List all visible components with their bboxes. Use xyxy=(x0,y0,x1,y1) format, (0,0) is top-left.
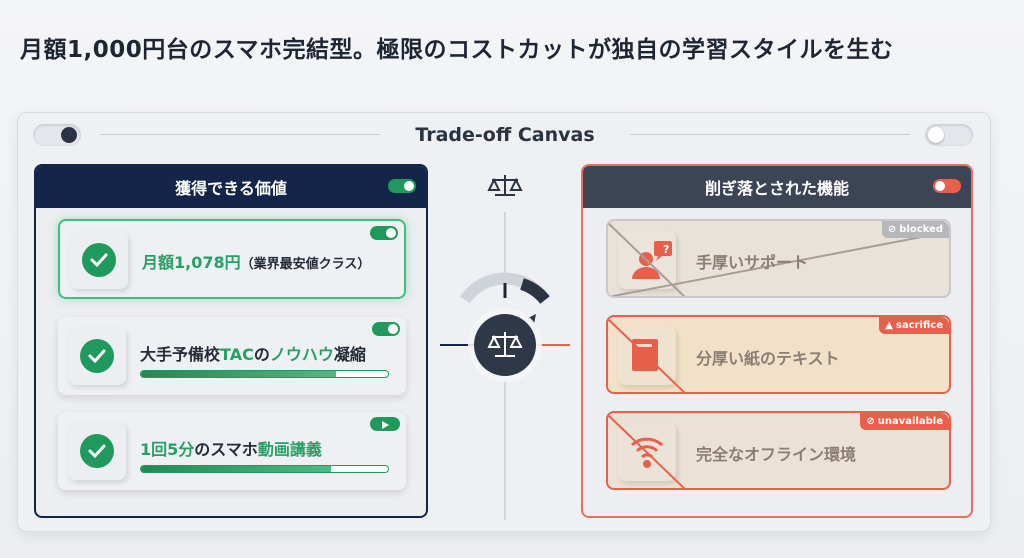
text: のスマホ xyxy=(194,440,258,459)
panel-toggle[interactable] xyxy=(933,179,961,193)
feature-text: 手厚いサポート xyxy=(696,253,809,272)
progress-bar xyxy=(140,465,389,473)
text: 1回5分 xyxy=(140,440,195,459)
unavailable-icon: ⊘ xyxy=(866,416,875,427)
text: の xyxy=(253,345,270,364)
text: ノウハウ xyxy=(269,345,334,364)
check-icon xyxy=(82,243,116,277)
text: 大手予備校 xyxy=(140,345,221,364)
divider xyxy=(630,134,910,135)
badge-label: unavailable xyxy=(877,416,943,427)
status-badge: ⊘unavailable xyxy=(860,413,949,430)
status-badge: ⊘blocked xyxy=(881,221,949,238)
price-note: （業界最安値クラス） xyxy=(240,257,371,272)
progress-bar xyxy=(140,370,389,378)
panel-header: 獲得できる価値 xyxy=(175,179,287,198)
blocked-icon: ⊘ xyxy=(887,224,897,235)
left-top-toggle[interactable] xyxy=(33,124,81,146)
price-text: 月額1,078円 xyxy=(142,253,241,272)
feature-text: 分厚い紙のテキスト xyxy=(696,349,840,368)
text: 凝縮 xyxy=(333,345,366,364)
check-icon xyxy=(80,339,114,373)
scale-icon xyxy=(487,175,523,196)
feature-text: 完全なオフライン環境 xyxy=(696,445,857,464)
removed-features-panel: 削ぎ落とされた機能 ? 手厚いサポート ⊘blocked 分厚い紙のテキスト ▲… xyxy=(581,164,973,518)
right-top-toggle[interactable] xyxy=(925,124,973,146)
removed-card-support: ? 手厚いサポート ⊘blocked xyxy=(606,219,951,298)
balance-connector xyxy=(440,175,570,520)
badge-label: sacrifice xyxy=(895,320,943,331)
canvas-title: Trade-off Canvas xyxy=(415,124,595,146)
text: 動画講義 xyxy=(257,440,322,459)
panel-toggle[interactable] xyxy=(388,179,416,193)
status-badge: ▲sacrifice xyxy=(879,317,949,334)
value-card-price[interactable]: 月額1,078円（業界最安値クラス） xyxy=(58,219,406,299)
removed-card-textbook: 分厚い紙のテキスト ▲sacrifice xyxy=(606,315,951,394)
panel-header: 削ぎ落とされた機能 xyxy=(704,179,849,198)
warning-icon: ▲ xyxy=(885,320,893,331)
check-icon xyxy=(80,434,114,468)
badge-label: blocked xyxy=(899,224,943,235)
svg-text:?: ? xyxy=(663,243,669,256)
text: TAC xyxy=(220,345,254,364)
page-title: 月額1,000円台のスマホ完結型。極限のコストカットが独自の学習スタイルを生む xyxy=(20,37,894,63)
toggle-on-icon[interactable] xyxy=(370,226,398,240)
removed-card-offline: 完全なオフライン環境 ⊘unavailable xyxy=(606,411,951,490)
gained-values-panel: 獲得できる価値 月額1,078円（業界最安値クラス） 大手予備校TACのノウハウ… xyxy=(34,164,428,518)
value-card-know-how[interactable]: 大手予備校TACのノウハウ凝縮 xyxy=(58,317,406,395)
scale-icon xyxy=(487,332,523,357)
toggle-on-icon[interactable] xyxy=(372,322,400,336)
value-card-video[interactable]: 1回5分のスマホ動画講義 xyxy=(58,412,406,490)
play-icon[interactable] xyxy=(370,417,400,431)
divider xyxy=(100,134,380,135)
